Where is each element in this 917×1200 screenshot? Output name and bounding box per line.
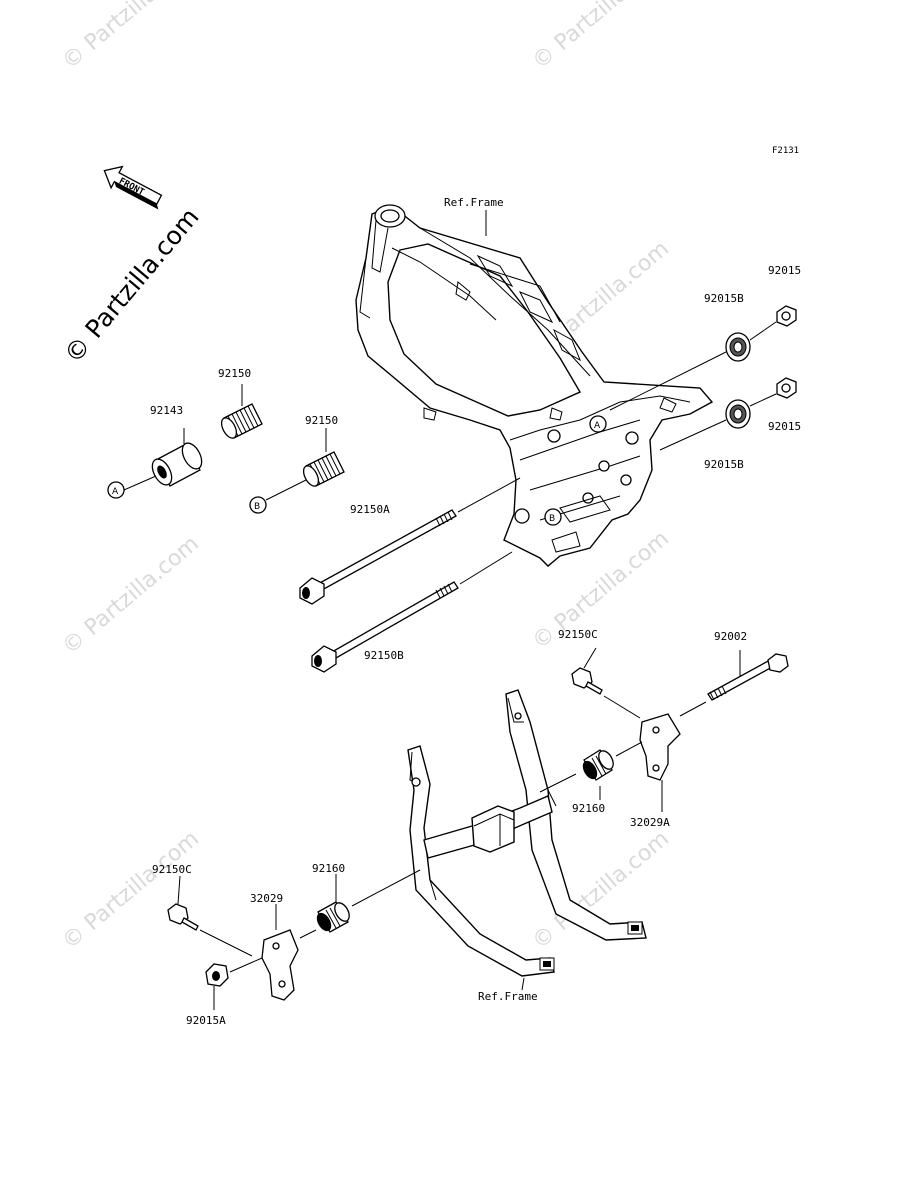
label-32029A: 32029A: [630, 816, 670, 829]
callout-a-text: A: [112, 487, 119, 497]
nut-92015-lower: [776, 377, 797, 399]
bolt-92150C-left: [167, 903, 199, 931]
label-92150-upper: 92150: [218, 367, 251, 380]
callout-a-frame: A: [589, 415, 607, 433]
label-92143: 92143: [150, 404, 183, 417]
damper-92160-right: [582, 749, 614, 781]
bracket-32029: [261, 929, 299, 1001]
lower-cradle-illustration: [407, 689, 647, 977]
bolt-92150A: [299, 509, 457, 605]
washer-92015B-upper: [725, 332, 751, 362]
label-92150C-left: 92150C: [152, 863, 192, 876]
bracket-32029A: [639, 713, 681, 781]
label-32029: 32029: [250, 892, 283, 905]
callout-b-text: B: [254, 502, 260, 512]
label-ref-frame-top: Ref.Frame: [444, 196, 504, 209]
threaded-collar-92150-upper: [220, 403, 263, 439]
figure-code: F2131: [772, 146, 799, 156]
label-ref-frame-bottom: Ref.Frame: [478, 990, 538, 1003]
label-92150C-right: 92150C: [558, 628, 598, 641]
label-92160-right: 92160: [572, 802, 605, 815]
watermark: © Partzilla.com: [528, 0, 674, 75]
bolt-92150C-right: [571, 667, 603, 695]
label-92015B-lower: 92015B: [704, 458, 744, 471]
label-92015-upper: 92015: [768, 264, 801, 277]
label-92015A: 92015A: [186, 1014, 226, 1027]
washer-92015B-lower: [725, 399, 751, 429]
watermark: © Partzilla.com: [58, 826, 204, 954]
collar-92143: [151, 442, 203, 487]
nut-92015A: [205, 963, 229, 987]
callout-a-left: A: [107, 481, 125, 499]
label-92015B-upper: 92015B: [704, 292, 744, 305]
main-frame-illustration: [355, 204, 714, 567]
label-92002: 92002: [714, 630, 747, 643]
label-92150B: 92150B: [364, 649, 404, 662]
watermark: © Partzilla.com: [58, 0, 204, 75]
callout-b-text: B: [549, 514, 555, 524]
callout-a-text: A: [594, 421, 601, 431]
watermark: © Partzilla.com: [58, 531, 204, 659]
label-92150A: 92150A: [350, 503, 390, 516]
threaded-collar-92150-lower: [302, 451, 345, 487]
bolt-92002: [707, 653, 789, 701]
callout-b-frame: B: [544, 508, 562, 526]
label-92015-lower: 92015: [768, 420, 801, 433]
bolt-92150B: [311, 581, 459, 673]
label-92150-lower: 92150: [305, 414, 338, 427]
callout-b-left: B: [249, 496, 267, 514]
damper-92160-left: [316, 901, 350, 933]
nut-92015-upper: [776, 305, 797, 327]
partzilla-watermark: © Partzilla.com: [58, 202, 204, 368]
label-92160-left: 92160: [312, 862, 345, 875]
front-arrow-icon: FRONT: [103, 165, 163, 210]
